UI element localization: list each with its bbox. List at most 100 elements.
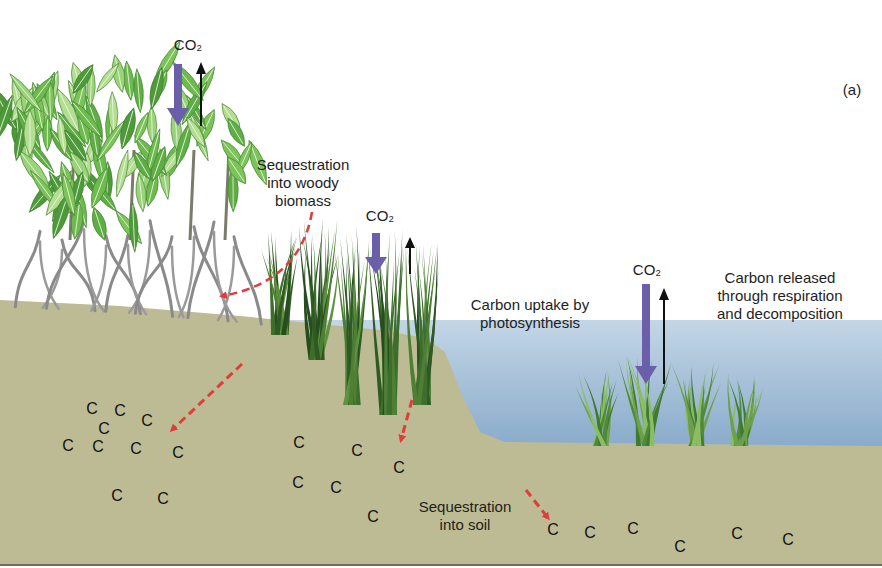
leaf-midrib	[93, 171, 106, 206]
leaf-midrib	[136, 115, 147, 140]
carbon-symbol: C	[92, 438, 104, 456]
seagrass-blade	[691, 386, 704, 446]
carbon-symbol: C	[130, 440, 142, 458]
leaf	[52, 86, 85, 136]
seagrass-blade	[601, 380, 616, 446]
grass-blade	[349, 259, 365, 405]
panel-letter: (a)	[843, 81, 861, 99]
leaf-blade	[68, 61, 97, 96]
leaf-blade	[52, 86, 85, 136]
leaf	[128, 202, 139, 252]
uptake-arrow-head	[365, 257, 387, 274]
carbon-symbol: C	[731, 525, 743, 543]
leaf	[113, 149, 132, 198]
carbon-symbol: C	[62, 437, 74, 455]
prop-root	[135, 237, 172, 314]
process-label: Sequestration into woody biomass	[248, 156, 358, 210]
carbon-symbol: C	[367, 508, 379, 526]
leaf	[7, 71, 45, 114]
leaf-blade	[132, 68, 145, 113]
leaf	[58, 172, 79, 217]
prop-root	[43, 250, 62, 308]
seagrass-blade	[646, 381, 669, 447]
leaf-midrib	[98, 66, 117, 90]
leaf-blade	[146, 66, 168, 111]
leaf-blade	[130, 149, 156, 183]
uptake-arrow-head	[635, 366, 657, 384]
carbon-symbol: C	[111, 487, 123, 505]
carbon-symbol: C	[674, 538, 686, 556]
leaf	[223, 115, 249, 149]
release-arrow	[200, 72, 202, 126]
leaf	[183, 115, 209, 150]
co2-label: CO₂	[366, 207, 394, 225]
prop-root	[91, 246, 106, 311]
leaf	[222, 153, 251, 187]
leaf-midrib	[29, 113, 30, 154]
leaf	[60, 127, 91, 165]
carbon-symbol: C	[172, 444, 184, 462]
grass-blade	[315, 228, 335, 360]
prop-root	[106, 235, 128, 311]
prop-root	[234, 237, 261, 324]
leaf-blade	[131, 111, 152, 145]
grass-blade	[406, 242, 419, 405]
carbon-symbol: C	[351, 442, 363, 460]
leaf-midrib	[151, 109, 153, 140]
grass-blade	[299, 226, 320, 360]
leaf-midrib	[229, 159, 244, 181]
carbon-symbol: C	[584, 524, 596, 542]
leaf-midrib	[137, 72, 140, 110]
leaf-midrib	[99, 123, 123, 159]
prop-root	[179, 237, 194, 317]
leaf-midrib	[60, 119, 65, 152]
grass-blade	[416, 245, 437, 405]
leaf	[131, 111, 152, 145]
leaf-midrib	[75, 67, 92, 91]
leaf-blade	[7, 71, 45, 114]
grass-blade	[311, 233, 321, 360]
carbon-symbol: C	[292, 474, 304, 492]
carbon-symbol: C	[393, 459, 405, 477]
carbon-symbol: C	[627, 520, 639, 538]
trunk	[190, 150, 194, 240]
leaf-blade	[60, 127, 91, 165]
leaf	[68, 61, 97, 96]
leaf-midrib	[12, 76, 40, 110]
carbon-symbol: C	[86, 400, 98, 418]
leaf-blade	[113, 149, 132, 198]
process-label: Carbon uptake by photosynthesis	[468, 296, 593, 332]
grass-blade	[316, 219, 337, 360]
grass-blade	[387, 261, 394, 415]
leaf	[93, 118, 127, 163]
carbon-symbol: C	[547, 521, 559, 539]
leaf-blade	[112, 207, 146, 247]
carbon-symbol: C	[330, 479, 342, 497]
carbon-symbol: C	[98, 420, 110, 438]
prop-root	[15, 231, 40, 306]
release-arrow	[663, 298, 665, 384]
leaf-blade	[128, 202, 139, 252]
co2-label: CO₂	[174, 36, 202, 54]
prop-root	[62, 240, 95, 311]
leaf-midrib	[0, 98, 11, 138]
leaf	[24, 110, 36, 157]
carbon-symbol: C	[141, 412, 153, 430]
prop-root	[188, 222, 214, 318]
carbon-symbol: C	[293, 434, 305, 452]
leaf-midrib	[64, 176, 74, 213]
carbon-symbol: C	[157, 490, 169, 508]
leaf-midrib	[117, 153, 127, 194]
leaf	[132, 68, 145, 113]
grass-blade	[343, 237, 369, 405]
leaf-midrib	[133, 205, 135, 249]
leaf-midrib	[123, 111, 133, 146]
prop-root	[172, 247, 184, 318]
prop-root	[218, 247, 234, 320]
leaf-midrib	[66, 132, 85, 158]
leaf-blade	[183, 115, 209, 150]
leaf-midrib	[17, 128, 22, 158]
ground-baseline	[0, 564, 882, 566]
release-arrow	[409, 246, 411, 274]
